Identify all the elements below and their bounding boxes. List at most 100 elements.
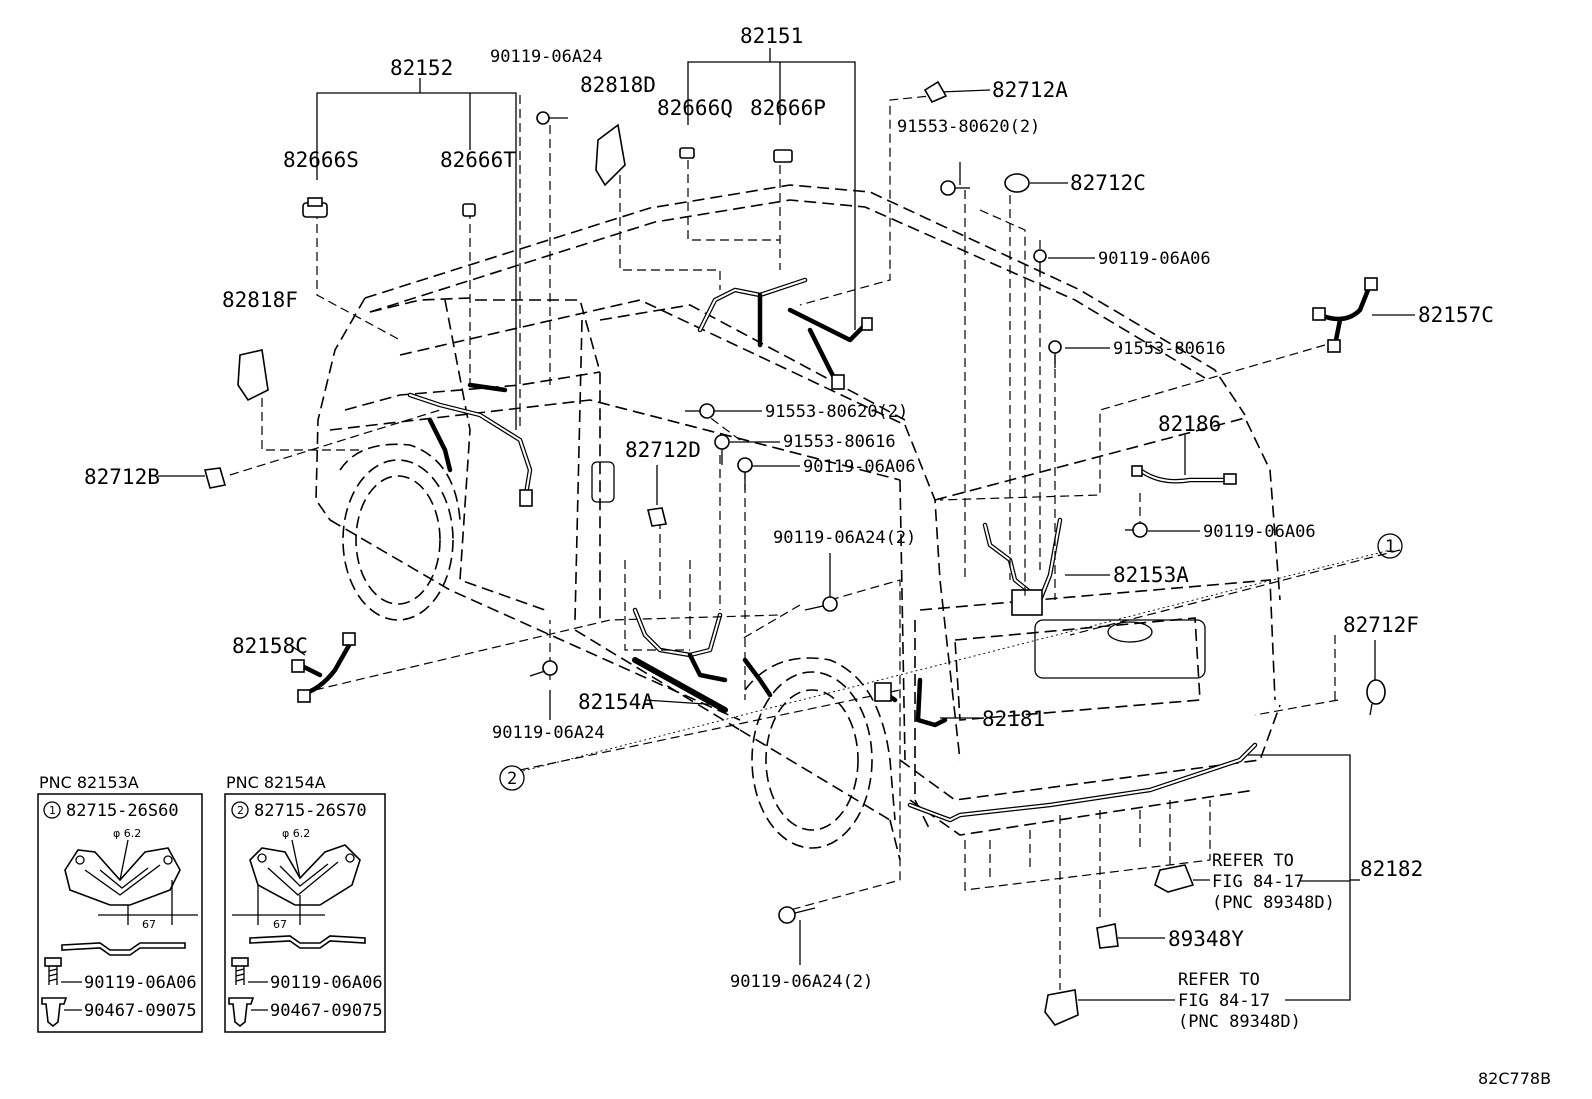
sensor-89348D-upper-icon: [1154, 864, 1195, 893]
label-82712A: 82712A: [992, 78, 1068, 102]
callout-2: 2: [499, 765, 525, 791]
inset-1-dim: 67: [142, 918, 156, 931]
bolt-90119-06A06-right-icon: [1125, 522, 1148, 538]
clamp-82712D-icon: [647, 507, 667, 527]
label-82186: 82186: [1158, 412, 1221, 436]
harness-82151[interactable]: [697, 277, 873, 388]
label-89348Y: 89348Y: [1168, 927, 1244, 951]
diagram-code: 82C778B: [1478, 1069, 1551, 1088]
callout-1: 1: [1377, 533, 1403, 559]
label-90119-06A06-top: 90119-06A06: [1098, 249, 1211, 269]
bolt-90119-06A24-lower-icon: [778, 906, 816, 924]
label-91553-80616-mid: 91553-80616: [783, 432, 896, 452]
harness-82157C[interactable]: [1317, 282, 1373, 348]
bracket-82818D-icon: [595, 123, 626, 187]
label-91553-80620-top: 91553-80620(2): [897, 117, 1040, 137]
inset-1-clip: 90467-09075: [84, 1001, 197, 1021]
label-90119-06A24-top: 90119-06A24: [490, 47, 603, 67]
harness-82186[interactable]: [1137, 467, 1228, 484]
vehicle-outline: [315, 184, 1281, 861]
inset-2-part: 82715-26S70: [254, 801, 367, 821]
bolt-90119-06A06-top-icon: [1033, 249, 1047, 275]
label-82666T: 82666T: [440, 148, 516, 172]
label-82712F: 82712F: [1343, 613, 1419, 637]
sensor-89348Y-icon: [1096, 923, 1119, 949]
inset-2-clip: 90467-09075: [270, 1001, 383, 1021]
inset-1-num: 1: [49, 804, 56, 817]
label-90119-06A06-right: 90119-06A06: [1203, 522, 1316, 542]
label-90119-06A06-mid: 90119-06A06: [803, 457, 916, 477]
harness-82153A[interactable]: [982, 517, 1063, 616]
clamp-82712B-icon: [203, 467, 227, 489]
inset-2-bolt-icon: [231, 957, 249, 985]
label-82157C: 82157C: [1418, 303, 1494, 327]
clamp-82712A-icon: [923, 80, 948, 104]
inset-pnc-82154A: PNC 82154A 2 82715-26S70 φ 6.2 67 90119-…: [224, 773, 386, 1033]
inset-2-title: PNC 82154A: [226, 773, 326, 792]
label-90119-06A24-2-mid: 90119-06A24(2): [773, 528, 916, 548]
inset-pnc-82153A: PNC 82153A 1 82715-26S60 φ 6.2 67 90119-…: [37, 773, 203, 1033]
refer-1-line-1: REFER TO: [1212, 851, 1294, 871]
refer-2-line-1: REFER TO: [1178, 970, 1260, 990]
part-icons: [203, 80, 1386, 1026]
label-82666P: 82666P: [750, 96, 826, 120]
clip-82666T-icon: [462, 203, 476, 217]
refer-2-line-2: FIG 84-17: [1178, 991, 1270, 1011]
refer-1-line-2: FIG 84-17: [1212, 872, 1304, 892]
callout-1-text: 1: [1385, 537, 1395, 557]
label-brackets: [158, 48, 1415, 1001]
inset-1-phi: φ 6.2: [113, 827, 141, 840]
sensor-89348D-lower-icon: [1044, 989, 1079, 1026]
bolt-90119-06A24-bottom-icon: [529, 660, 558, 677]
bolt-90119-06A24-mid-icon: [804, 596, 838, 612]
inset-1-clip-icon: [41, 997, 68, 1028]
bolt-91553-80616-top-icon: [1048, 340, 1062, 368]
label-82158C: 82158C: [232, 634, 308, 658]
bolt-91553-80620-icon: [940, 180, 970, 196]
bolt-90119-06A24-top-icon: [536, 111, 568, 125]
harness-82182[interactable]: [907, 742, 1258, 823]
label-82182: 82182: [1360, 857, 1423, 881]
label-82153A: 82153A: [1113, 563, 1189, 587]
refer-2-line-3: (PNC 89348D): [1178, 1012, 1301, 1032]
inset-2-clip-icon: [228, 997, 255, 1028]
label-82818D: 82818D: [580, 73, 656, 97]
label-82712C: 82712C: [1070, 171, 1146, 195]
inset-2-phi: φ 6.2: [282, 827, 310, 840]
label-90119-06A24-2-bottom: 90119-06A24(2): [730, 972, 873, 992]
bolt-91553-80616-mid-icon: [714, 434, 730, 465]
clip-82666S-icon: [302, 197, 328, 218]
clamp-82712F-icon: [1366, 679, 1386, 716]
label-82152: 82152: [390, 56, 453, 80]
refer-1-line-3: (PNC 89348D): [1212, 893, 1335, 913]
label-91553-80620-mid: 91553-80620(2): [765, 402, 908, 422]
label-82818F: 82818F: [222, 288, 298, 312]
harness-82152[interactable]: [407, 382, 533, 503]
label-82666S: 82666S: [283, 148, 359, 172]
clip-82666P-icon: [773, 149, 793, 163]
label-82712B: 82712B: [84, 465, 160, 489]
label-82666Q: 82666Q: [657, 96, 733, 120]
clamp-82712C-icon: [1004, 173, 1030, 193]
bracket-82818F-icon: [237, 349, 269, 402]
label-82712D: 82712D: [625, 438, 701, 462]
part-labels: 82152 82666S 82666T 90119-06A24 82818D 8…: [84, 24, 1551, 1088]
inset-1-part: 82715-26S60: [66, 801, 179, 821]
bolt-90119-06A06-mid-icon: [737, 457, 753, 490]
label-82154A: 82154A: [578, 690, 654, 714]
label-91553-80616-top: 91553-80616: [1113, 339, 1226, 359]
label-90119-06A24-bottom: 90119-06A24: [492, 723, 605, 743]
clip-82666Q-icon: [679, 147, 695, 159]
label-82151: 82151: [740, 24, 803, 48]
inset-1-bolt-icon: [44, 957, 62, 985]
inset-2-bolt: 90119-06A06: [270, 973, 383, 993]
inset-2-dim: 67: [273, 918, 287, 931]
harness-82154A[interactable]: [632, 607, 773, 713]
label-82181: 82181: [982, 707, 1045, 731]
bolt-91553-80620-mid-icon: [685, 403, 715, 419]
inset-1-title: PNC 82153A: [39, 773, 139, 792]
leader-lines: [229, 94, 1401, 990]
inset-2-num: 2: [237, 804, 244, 817]
callout-2-text: 2: [507, 769, 517, 789]
